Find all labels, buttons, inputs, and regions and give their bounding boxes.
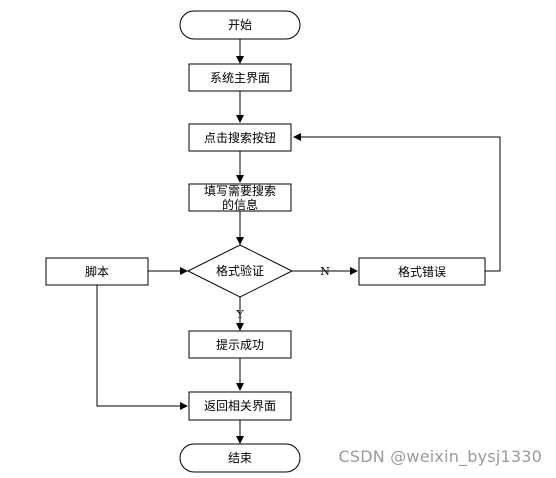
fill-info-box <box>188 183 292 212</box>
click-search-label: 点击搜索按钮 <box>204 130 276 145</box>
edge-error-to-click <box>293 133 501 272</box>
format-check-diamond <box>186 244 294 298</box>
end-label: 结束 <box>228 451 252 465</box>
format-check-label: 格式验证 <box>216 263 264 278</box>
edge-label-no: N <box>320 265 330 278</box>
script-label: 脚本 <box>85 264 109 279</box>
return-page-box <box>188 391 292 421</box>
fill-info-label-line1: 填写需要搜索 <box>204 183 276 198</box>
fill-info-label-line2: 的信息 <box>222 197 258 212</box>
start-terminal <box>179 10 301 40</box>
end-terminal <box>179 443 301 473</box>
format-error-label: 格式错误 <box>398 264 446 279</box>
script-box <box>45 257 149 286</box>
success-box <box>188 330 292 359</box>
return-page-label: 返回相关界面 <box>204 399 276 413</box>
format-error-box <box>358 257 486 286</box>
click-search-box <box>188 123 292 152</box>
edge-script-to-return <box>96 285 188 410</box>
watermark: CSDN @weixin_bysj1330 <box>338 447 542 466</box>
start-label: 开始 <box>228 18 252 32</box>
main-interface-box <box>188 63 292 92</box>
success-label: 提示成功 <box>216 337 264 352</box>
main-interface-label: 系统主界面 <box>210 71 270 85</box>
edge-label-yes: Y <box>235 308 244 321</box>
